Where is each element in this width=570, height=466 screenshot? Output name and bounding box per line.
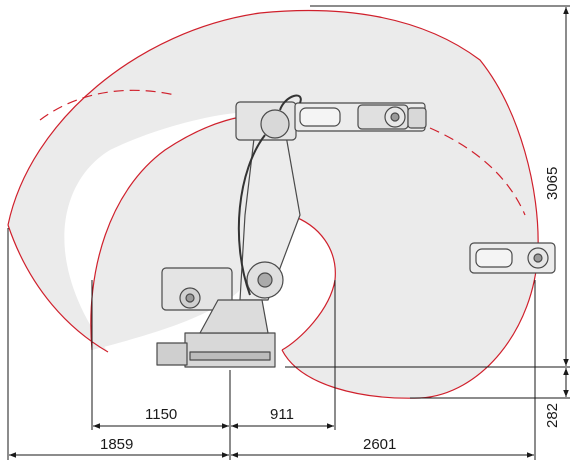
dimension-lines xyxy=(7,5,570,460)
dim-label-inner-left: 1150 xyxy=(145,406,177,423)
left-lower-boundary xyxy=(7,224,109,353)
dim-label-height-max: 3065 xyxy=(544,167,561,200)
dashed-boundary-upper xyxy=(39,89,176,121)
dim-label-inner-right: 911 xyxy=(270,406,294,423)
dim-label-reach-right: 2601 xyxy=(363,436,396,453)
wrist-flange-icon xyxy=(469,242,556,274)
dim-label-reach-left: 1859 xyxy=(100,436,133,453)
dashed-boundary-right xyxy=(429,127,526,216)
industrial-robot-arm-icon xyxy=(156,94,427,368)
dim-label-height-min: 282 xyxy=(544,403,561,428)
